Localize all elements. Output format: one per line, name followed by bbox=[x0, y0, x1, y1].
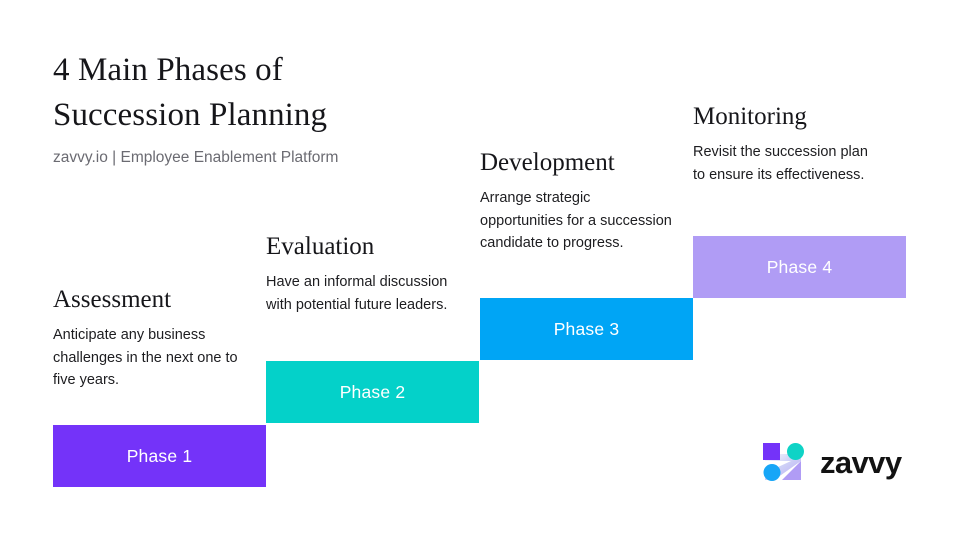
phase-heading-evaluation: Evaluation bbox=[266, 233, 375, 260]
phase-column-3: Development Arrange strategic opportunit… bbox=[480, 148, 693, 360]
page-title: 4 Main Phases of Succession Planning bbox=[53, 52, 328, 133]
phase-heading-monitoring: Monitoring bbox=[693, 103, 807, 130]
phase-column-4: Monitoring Revisit the succession plan t… bbox=[693, 102, 906, 298]
zavvy-z-logo-icon bbox=[758, 437, 808, 487]
header-block: 4 Main Phases of Succession Planning zav… bbox=[53, 48, 473, 168]
phase-bar-label-2: Phase 2 bbox=[339, 381, 406, 402]
zavvy-wordmark: zavvy bbox=[820, 444, 902, 480]
phase-bar-1[interactable]: Phase 1 bbox=[53, 425, 266, 487]
phase-bar-3[interactable]: Phase 3 bbox=[480, 298, 693, 360]
phase-description-evaluation: Have an informal discussion with potenti… bbox=[266, 274, 448, 313]
phase-column-2: Evaluation Have an informal discussion w… bbox=[266, 232, 479, 423]
phase-bar-4[interactable]: Phase 4 bbox=[693, 236, 906, 298]
phase-column-1: Assessment Anticipate any business chall… bbox=[53, 285, 266, 487]
phase-description-assessment: Anticipate any business challenges in th… bbox=[53, 327, 238, 388]
phase-heading-development: Development bbox=[480, 149, 615, 176]
phase-description-development: Arrange strategic opportunities for a su… bbox=[480, 190, 672, 251]
phase-bar-label-4: Phase 4 bbox=[766, 256, 833, 277]
brand-logo: zavvy bbox=[758, 437, 902, 487]
page-subtitle: zavvy.io | Employee Enablement Platform bbox=[53, 149, 339, 166]
phase-heading-assessment: Assessment bbox=[53, 286, 172, 313]
phase-description-monitoring: Revisit the succession plan to ensure it… bbox=[693, 144, 868, 183]
phase-bar-2[interactable]: Phase 2 bbox=[266, 361, 479, 423]
phase-bar-label-3: Phase 3 bbox=[553, 318, 620, 339]
phase-bar-label-1: Phase 1 bbox=[126, 445, 193, 466]
